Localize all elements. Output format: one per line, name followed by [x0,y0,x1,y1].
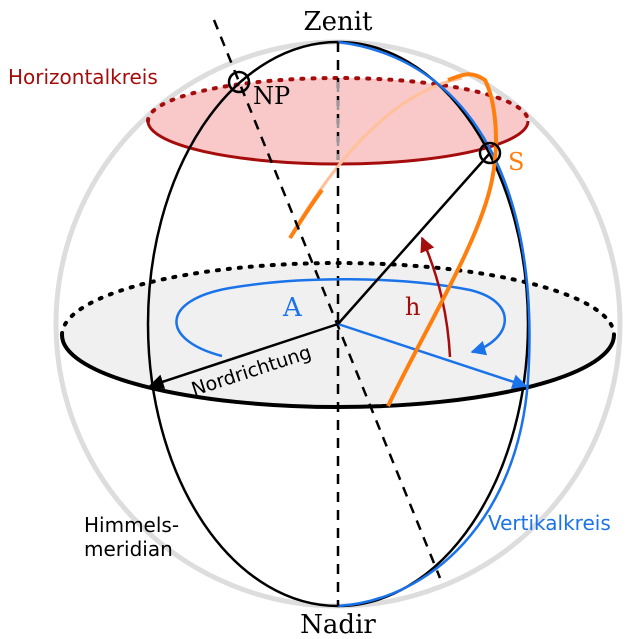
star-marker [478,141,502,165]
star-path-front-upper [288,188,324,240]
altitude-label: h [405,293,420,321]
himmelsmeridian-label-line1: Himmels- [84,513,179,537]
azimuth-label: A [282,293,303,323]
horizontalkreis-label: Horizontalkreis [8,65,158,89]
star-path-front [386,72,498,407]
vertikalkreis-arc [337,40,531,608]
star-direction-line [337,152,491,325]
zenit-label: Zenit [304,7,374,37]
azimuth-arc [175,278,506,358]
nadir-label: Nadir [300,610,376,639]
np-label: NP [253,82,290,110]
nordrichtung-arrow [148,322,339,389]
himmelsmeridian-label-line2: meridian [84,537,173,561]
np-marker [227,70,251,94]
star-label: S [508,148,524,176]
vertikalkreis-label: Vertikalkreis [488,511,611,535]
vertical-projection-arrow [337,322,528,389]
